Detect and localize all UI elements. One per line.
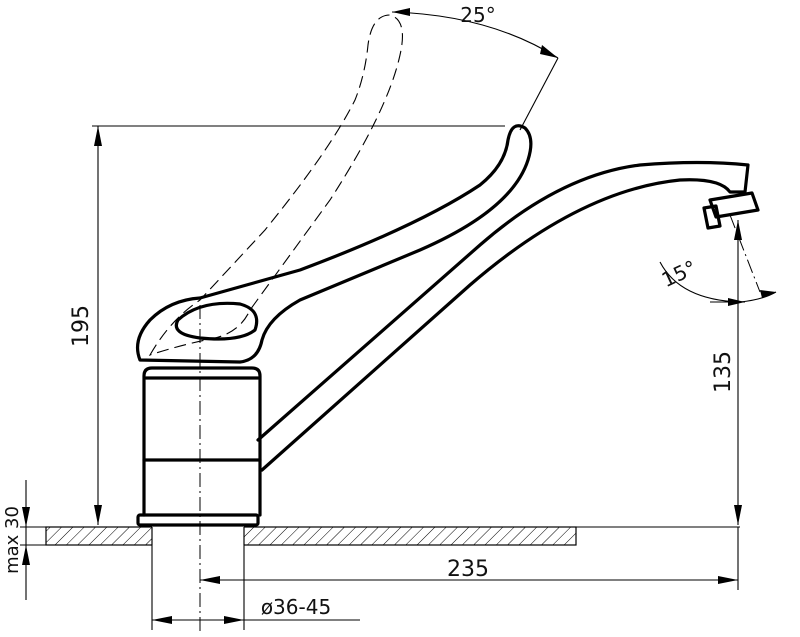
- lever-handle-rotated-outline: [148, 14, 403, 356]
- height-total-label: 195: [69, 305, 94, 347]
- spout-angle-label: 15°: [658, 255, 700, 292]
- spout-height-label: 135: [711, 351, 736, 393]
- angle-spout: 15°: [658, 255, 777, 306]
- reach-label: 235: [447, 557, 489, 582]
- spout: [256, 160, 760, 472]
- lever-angle-label: 25°: [460, 3, 495, 27]
- center-lines: [199, 214, 761, 633]
- dimension-hole-diameter: ø36-45: [151, 527, 360, 630]
- lever-handle: [136, 124, 533, 364]
- dimension-mount-thickness: max 30: [2, 480, 30, 600]
- angle-lever: 25°: [391, 3, 559, 131]
- mount-thickness-label: max 30: [2, 506, 23, 574]
- faucet-body: [136, 366, 262, 527]
- countertop: [20, 526, 740, 546]
- hole-diameter-label: ø36-45: [261, 595, 331, 619]
- dimension-reach: 235: [200, 527, 739, 590]
- dimension-spout-height: 135: [711, 220, 742, 525]
- dimension-height-total: 195: [69, 125, 505, 525]
